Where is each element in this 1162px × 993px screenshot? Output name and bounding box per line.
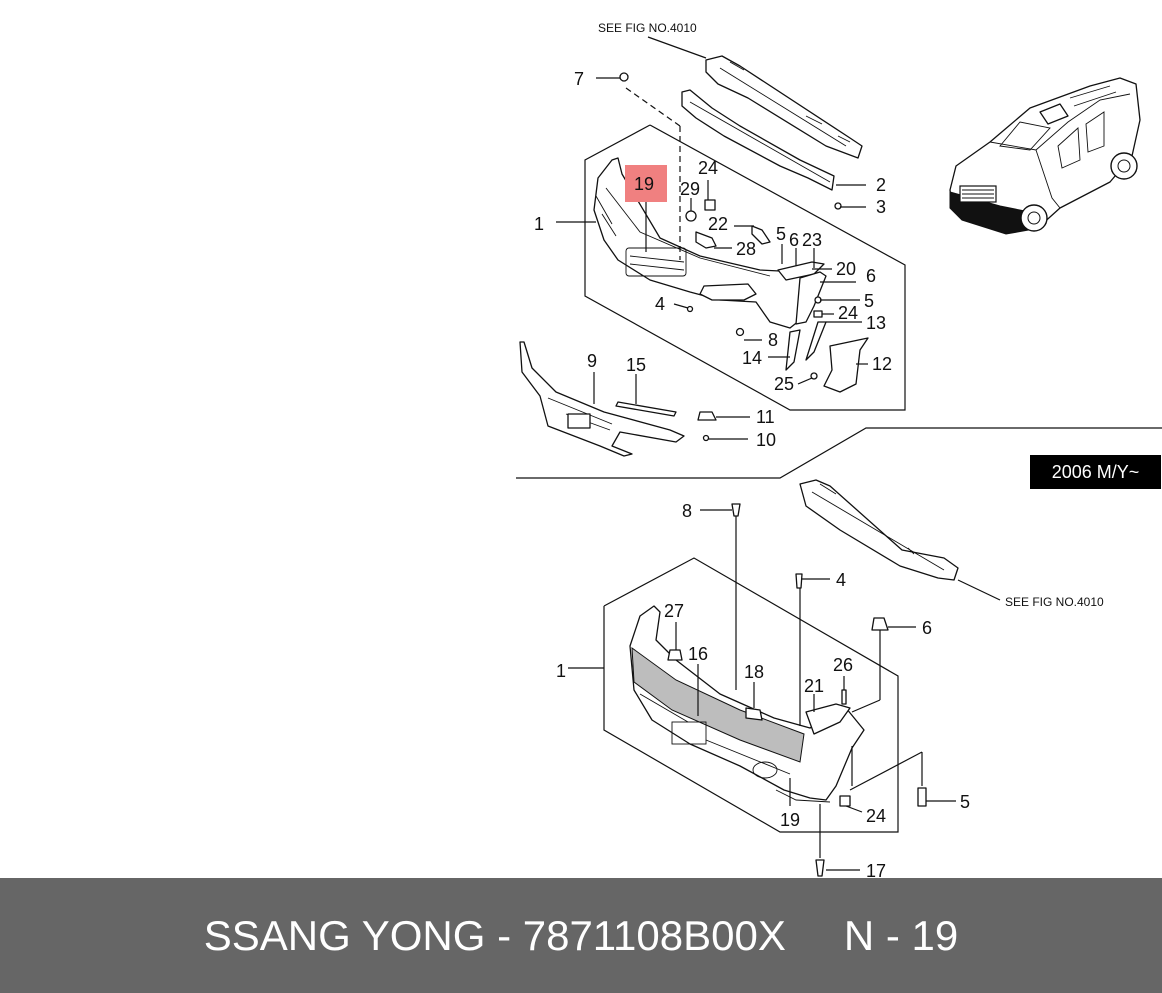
bolt-4-lower [795, 573, 803, 589]
plate-bracket [567, 413, 591, 429]
callout-28: 28 [736, 239, 756, 259]
callout-9: 9 [587, 351, 597, 371]
callout-29: 29 [680, 179, 700, 199]
callout-13: 13 [866, 313, 886, 333]
callout-3: 3 [876, 197, 886, 217]
callout-27: 27 [664, 601, 684, 621]
screw-4-upper [686, 305, 694, 313]
screw-3 [834, 202, 842, 210]
bracket-18 [745, 707, 763, 721]
moulding-14 [785, 329, 801, 371]
see-fig-note-bottom: SEE FIG NO.4010 [1005, 595, 1104, 609]
page-reference: N - 19 [843, 911, 959, 959]
callout-16: 16 [688, 644, 708, 664]
corner-cover [795, 271, 827, 325]
bracket-21 [805, 703, 851, 735]
callout-19-lower: 19 [780, 810, 800, 830]
footer-bar: SSANG YONG - 7871108B00X N - 19 [0, 878, 1162, 993]
lower-garnish-9 [519, 341, 685, 457]
callout-1-upper: 1 [534, 214, 544, 234]
callout-21: 21 [804, 676, 824, 696]
lower-reinforcement-beam [799, 479, 959, 581]
callout-8-lower: 8 [682, 501, 692, 521]
bolt-17 [815, 859, 825, 877]
screw-10 [702, 434, 710, 442]
callout-10: 10 [756, 430, 776, 450]
callout-24-side: 24 [838, 303, 858, 323]
clip-24-upper [704, 199, 716, 211]
bracket-11 [697, 411, 717, 421]
callout-7: 7 [574, 69, 584, 89]
upper-group-frame [584, 124, 906, 411]
bolt-8-lower [731, 503, 741, 517]
moulding-13 [805, 321, 827, 361]
callout-25: 25 [774, 374, 794, 394]
callout-23: 23 [802, 230, 822, 250]
callout-22: 22 [708, 214, 728, 234]
callout-18: 18 [744, 662, 764, 682]
callout-14: 14 [742, 348, 762, 368]
section-divider [516, 427, 1162, 479]
bracket-22 [751, 225, 771, 245]
callout-8-upper: 8 [768, 330, 778, 350]
callout-4-lower: 4 [836, 570, 846, 590]
callout-15: 15 [626, 355, 646, 375]
lower-group-frame [603, 557, 899, 833]
brand-part-number: SSANG YONG - 7871108B00X [203, 911, 786, 959]
callout-6-lower: 6 [922, 618, 932, 638]
clip-24-lower [839, 795, 851, 807]
parts-diagram: SEE FIG NO.4010 [516, 21, 1162, 878]
highlight-19 [625, 165, 667, 202]
upper-reinforcement-beam [705, 55, 863, 159]
callout-5-upper-b: 5 [864, 291, 874, 311]
clip-25 [810, 372, 818, 380]
lower-leader-lines [568, 509, 956, 871]
callout-24-upper: 24 [698, 158, 718, 178]
screw-26 [841, 689, 847, 705]
clip-7 [619, 72, 629, 82]
callout-12: 12 [872, 354, 892, 374]
see-fig-leader-top [647, 36, 707, 59]
garnish-12 [823, 337, 869, 393]
clip-27 [667, 649, 683, 661]
clip-24-side [813, 310, 823, 318]
callout-5-upper-a: 5 [776, 224, 786, 244]
bracket-28 [695, 231, 717, 249]
energy-absorber [681, 89, 835, 191]
callout-2: 2 [876, 175, 886, 195]
grommet-29 [685, 210, 697, 222]
callout-19-upper: 19 [634, 174, 654, 194]
bolt-5-lower [917, 787, 927, 807]
callout-17: 17 [866, 861, 886, 878]
callout-6-upper-b: 6 [866, 266, 876, 286]
callout-20: 20 [836, 259, 856, 279]
bolt-8-upper [735, 327, 745, 337]
callout-4-upper: 4 [655, 294, 665, 314]
callout-1-lower: 1 [556, 661, 566, 681]
callout-24-lower: 24 [866, 806, 886, 826]
clip-6-lower [871, 617, 889, 631]
callout-26: 26 [833, 655, 853, 675]
callout-6-upper-a: 6 [789, 230, 799, 250]
lower-moulding-19 [631, 646, 805, 763]
upper-leader-lines [556, 77, 868, 440]
strip-15 [615, 401, 677, 417]
callout-11: 11 [756, 407, 775, 427]
vehicle-illustration [949, 77, 1141, 235]
see-fig-note-top: SEE FIG NO.4010 [598, 21, 697, 35]
clip-7-guide [625, 87, 681, 127]
callout-5-lower: 5 [960, 792, 970, 812]
model-year-badge: 2006 M/Y~ [1030, 455, 1161, 489]
